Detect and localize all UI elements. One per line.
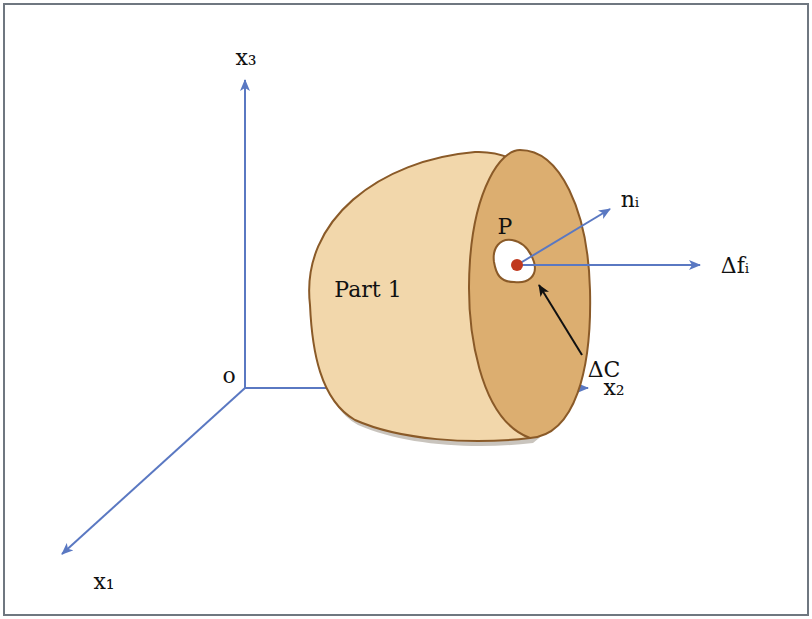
- origin-label: o: [222, 365, 235, 387]
- area-label: ΔC: [588, 359, 621, 381]
- part-name: Part 1: [334, 279, 401, 301]
- axis-label: x₁: [93, 571, 114, 593]
- vectors: [517, 209, 700, 265]
- vector-label: Δfᵢ: [721, 255, 749, 277]
- area-patch: [494, 240, 535, 283]
- point-p: [511, 259, 523, 271]
- vector-label: nᵢ: [621, 189, 640, 211]
- point-label: P: [498, 216, 513, 238]
- axis-label: x₃: [235, 47, 256, 69]
- leader-line: [539, 285, 582, 355]
- cut-face: [469, 150, 590, 438]
- frame: [4, 4, 808, 615]
